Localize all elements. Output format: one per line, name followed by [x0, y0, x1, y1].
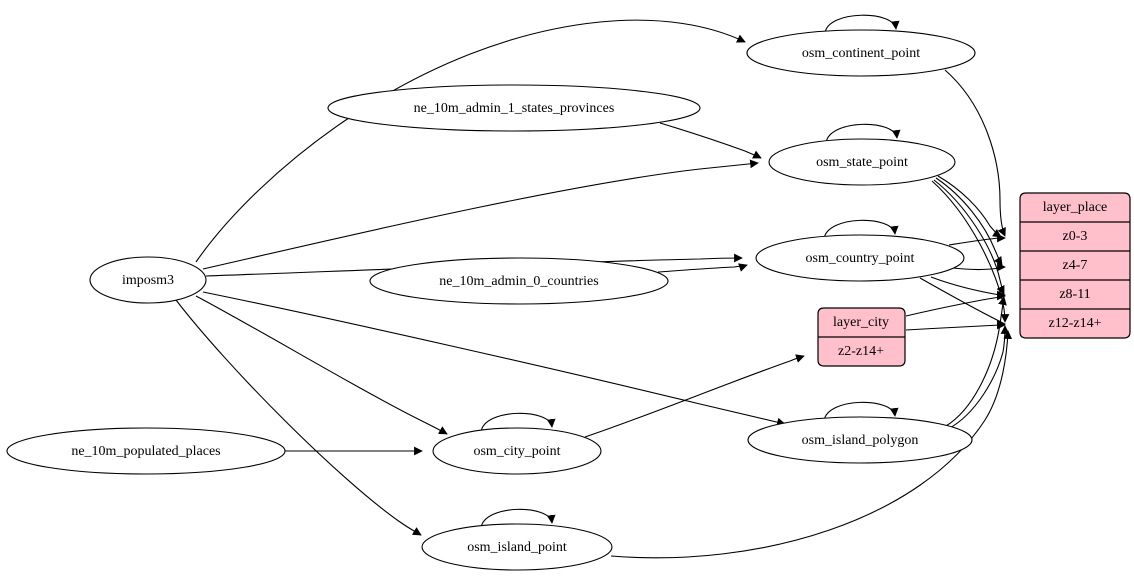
record-row-layer-city-title: layer_city — [833, 315, 889, 330]
node-shape-osm-city-point — [432, 427, 602, 475]
edge-self-loop-osm-country-point — [823, 219, 899, 240]
node-shape-osm-island-polygon — [747, 416, 973, 464]
node-osm-island-point[interactable]: osm_island_point — [421, 523, 613, 571]
record-nodes-layer: layer_place z0-3 z4-7 z8-11 z12-z14+ lay… — [817, 192, 1131, 367]
edge-osm-island-point-to-layer-place-z12-z14 — [610, 330, 1013, 559]
node-label-osm-island-polygon: osm_island_polygon — [802, 433, 919, 448]
node-label-osm-city-point: osm_city_point — [473, 444, 560, 459]
node-osm-continent-point[interactable]: osm_continent_point — [746, 29, 976, 77]
edge-layer-city-to-layer-place-z12-z14 — [905, 320, 1006, 331]
edge-osm-island-polygon-to-layer-place-z8-11 — [945, 296, 1007, 427]
node-label-osm-state-point: osm_state_point — [816, 155, 908, 170]
node-shape-ne-10m-admin-1-states-provinces — [327, 84, 701, 132]
edge-osm-state-point-to-layer-place-z4-7 — [935, 177, 1003, 266]
node-label-ne-10m-admin-0-countries: ne_10m_admin_0_countries — [439, 274, 598, 289]
node-osm-country-point[interactable]: osm_country_point — [755, 234, 965, 282]
edge-osm-country-point-to-layer-place-z0-3 — [948, 233, 1006, 246]
edge-ne-states-to-osm-state-point — [659, 122, 762, 159]
nodes-layer: imposm3 ne_10m_admin_1_states_provinces … — [6, 29, 976, 571]
node-ne-10m-admin-1-states-provinces[interactable]: ne_10m_admin_1_states_provinces — [327, 84, 701, 132]
node-label-osm-continent-point: osm_continent_point — [802, 46, 920, 61]
node-label-ne-10m-populated-places: ne_10m_populated_places — [71, 444, 220, 459]
node-imposm3[interactable]: imposm3 — [89, 256, 207, 304]
edge-self-loop-osm-continent-point — [824, 14, 900, 34]
edge-imposm3-to-osm-island-point — [175, 299, 422, 536]
edge-ne-countries-to-osm-country-point — [657, 263, 748, 273]
record-node-layer-city[interactable]: layer_city z2-z14+ — [817, 307, 906, 367]
edge-self-loop-osm-island-point — [480, 508, 556, 529]
record-background-layer-place — [1019, 192, 1131, 339]
edge-imposm3-to-osm-continent-point — [195, 19, 746, 263]
record-node-layer-place[interactable]: layer_place z0-3 z4-7 z8-11 z12-z14+ — [1019, 192, 1131, 339]
node-shape-osm-state-point — [768, 138, 956, 186]
edge-self-loop-osm-state-point — [825, 123, 901, 144]
edge-imposm3-to-osm-island-polygon — [202, 291, 786, 427]
node-shape-imposm3 — [89, 256, 207, 304]
node-osm-state-point[interactable]: osm_state_point — [768, 138, 956, 186]
node-label-imposm3: imposm3 — [122, 273, 174, 288]
record-row-layer-place-z0-3[interactable]: z0-3 — [1063, 229, 1088, 244]
edge-osm-country-point-to-layer-place-z12-z14 — [919, 277, 1006, 329]
record-row-layer-city-z2-z14[interactable]: z2-z14+ — [838, 344, 884, 359]
edge-self-loop-osm-city-point — [480, 412, 556, 433]
node-shape-ne-10m-populated-places — [6, 427, 286, 475]
node-label-ne-10m-admin-1-states-provinces: ne_10m_admin_1_states_provinces — [414, 101, 615, 116]
edge-osm-country-point-to-layer-place-z8-11 — [930, 276, 1006, 300]
node-shape-ne-10m-admin-0-countries — [369, 257, 669, 305]
record-row-layer-place-z4-7[interactable]: z4-7 — [1063, 258, 1088, 273]
edge-osm-continent-point-to-layer-place-z0-3 — [944, 69, 1006, 237]
node-shape-osm-country-point — [755, 234, 965, 282]
edge-osm-state-point-to-layer-place-z8-11 — [933, 179, 1005, 295]
node-ne-10m-admin-0-countries[interactable]: ne_10m_admin_0_countries — [369, 257, 669, 305]
node-shape-osm-island-point — [421, 523, 613, 571]
edges-layer — [175, 14, 1013, 559]
node-label-osm-island-point: osm_island_point — [467, 540, 567, 555]
edge-osm-city-point-to-layer-city-z2-z14 — [584, 354, 805, 438]
node-shape-osm-continent-point — [746, 29, 976, 77]
edge-layer-city-to-layer-place-z8-11 — [905, 291, 1006, 317]
edge-imposm3-to-osm-state-point — [202, 159, 759, 270]
edge-imposm3-to-osm-city-point — [195, 295, 448, 435]
record-row-layer-place-z12-z14[interactable]: z12-z14+ — [1049, 316, 1102, 331]
edge-self-loop-osm-island-polygon — [823, 401, 899, 422]
node-osm-island-polygon[interactable]: osm_island_polygon — [747, 416, 973, 464]
edge-osm-country-point-to-layer-place-z4-7 — [952, 262, 1006, 272]
record-row-layer-place-title: layer_place — [1043, 200, 1108, 215]
node-label-osm-country-point: osm_country_point — [806, 251, 915, 266]
record-row-layer-place-z8-11[interactable]: z8-11 — [1059, 287, 1090, 302]
node-osm-city-point[interactable]: osm_city_point — [432, 427, 602, 475]
node-ne-10m-populated-places[interactable]: ne_10m_populated_places — [6, 427, 286, 475]
edge-osm-state-point-to-layer-place-z0-3 — [937, 175, 1002, 238]
